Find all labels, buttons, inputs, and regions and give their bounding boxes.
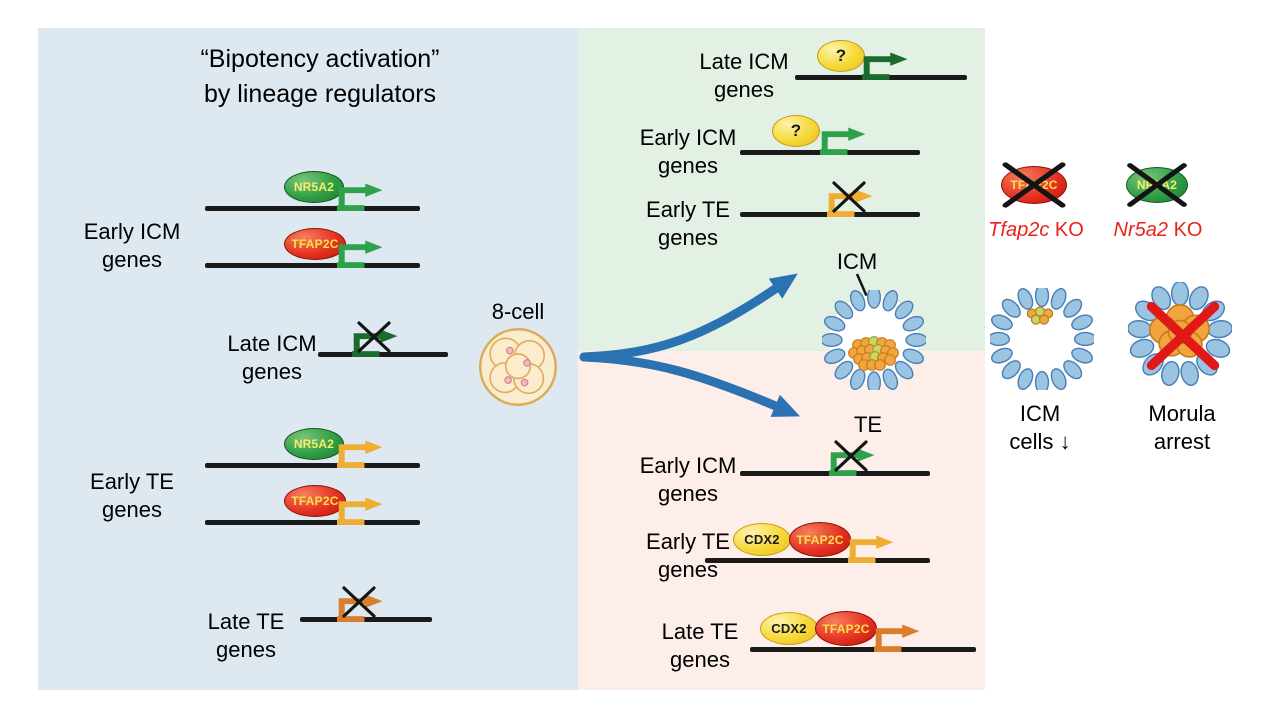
label-late-te-left-line2: genes [216,637,276,662]
tf-oval-cdx2-early-te: CDX2 [733,523,791,556]
dna-early-icm-2 [205,263,420,268]
down-arrow-icon: ↓ [1059,429,1071,454]
label-tfap2c-ko-gene: Tfap2c [988,219,1050,241]
label-late-te-tebranch-line1: Late TE [661,619,739,644]
label-icm-cells-word: cells [1009,429,1054,454]
label-late-te-tebranch-line2: genes [670,647,730,672]
tf-oval-cdx2-late-te: CDX2 [760,612,818,645]
figure-title-line2: by lineage regulators [203,80,437,108]
label-tfap2c-ko-suffix: KO [1049,219,1084,241]
tf-oval-tfap2c-early-te: TFAP2C [284,485,346,517]
tf-oval-unknown-late-icm: ? [817,40,865,72]
eight-cell-embryo [477,326,559,408]
dna-early-te-2 [205,520,420,525]
label-late-icm-left: Late ICM genes [222,330,322,386]
tf-oval-nr5a2-early-icm: NR5A2 [284,171,344,203]
dna-early-icm-1 [205,206,420,211]
label-early-te-tebranch-line1: Early TE [646,529,730,554]
tf-oval-tfap2c-early-icm: TFAP2C [284,228,346,260]
cross-late-icm-promoter [354,317,394,357]
cross-early-te-icmbranch [829,177,869,217]
dna-late-te-tebranch [750,647,976,652]
label-early-te-icmbranch: Early TE genes [638,196,738,252]
tf-oval-unknown-early-icm: ? [772,115,820,147]
label-icm: ICM [836,249,878,274]
cross-morula-arrest [1141,294,1225,378]
promoter-late-icm-icmbranch [862,50,910,80]
label-late-te-left: Late TE genes [196,608,296,664]
label-tfap2c-ko: Tfap2c KO [985,218,1087,242]
figure-title-line1: “Bipotency activation” [200,45,440,73]
label-nr5a2-ko-gene: Nr5a2 [1113,219,1169,241]
promoter-late-te-tebranch [874,622,922,652]
figure-title: “Bipotency activation” by lineage regula… [130,42,510,112]
label-eight-cell: 8-cell [491,299,545,324]
label-early-icm-tebranch-line1: Early ICM [639,453,737,478]
tf-oval-tfap2c-late-te: TFAP2C [815,611,877,646]
label-morula-arrest: Morula arrest [1130,400,1234,456]
label-early-te-left: Early TE genes [72,468,192,524]
label-late-icm-icmbranch: Late ICM genes [694,48,794,104]
label-early-te-left-line1: Early TE [90,469,174,494]
label-early-icm-left-line2: genes [102,247,162,272]
promoter-early-te-tebranch [848,533,896,563]
label-icm-cells-down: ICM cells ↓ [985,400,1095,456]
label-early-icm-icmbranch: Early ICM genes [638,124,738,180]
cross-late-te-promoter [339,582,379,622]
cross-tfap2c-ko [996,156,1072,214]
label-early-icm-icmbranch-line1: Early ICM [639,125,737,150]
promoter-early-icm-2 [337,238,385,268]
label-early-te-icmbranch-line2: genes [658,225,718,250]
label-nr5a2-ko: Nr5a2 KO [1112,218,1204,242]
blastocyst-reduced-icm [987,284,1097,394]
cross-nr5a2-ko [1121,157,1193,213]
label-icm-cells-line2: cells ↓ [985,428,1095,456]
label-early-icm-icmbranch-line2: genes [658,153,718,178]
promoter-early-icm-1 [337,181,385,211]
label-late-te-tebranch: Late TE genes [650,618,750,674]
label-late-icm-left-line2: genes [242,359,302,384]
label-nr5a2-ko-suffix: KO [1168,219,1203,241]
label-late-te-left-line1: Late TE [207,609,285,634]
label-early-icm-left: Early ICM genes [72,218,192,274]
label-early-te-tebranch: Early TE genes [638,528,738,584]
promoter-early-te-2 [337,495,385,525]
dna-early-te-tebranch [705,558,930,563]
label-early-te-left-line2: genes [102,497,162,522]
dna-early-te-1 [205,463,420,468]
tf-oval-tfap2c-early-te-branch: TFAP2C [789,522,851,557]
label-late-icm-left-line1: Late ICM [227,331,317,356]
dna-late-icm [318,352,448,357]
label-te: TE [853,412,883,437]
label-late-icm-icmbranch-line1: Late ICM [699,49,789,74]
label-icm-cells-line1: ICM [1019,401,1061,426]
blastocyst-icm [820,286,928,394]
label-early-icm-tebranch: Early ICM genes [638,452,738,508]
dna-late-te [300,617,432,622]
label-late-icm-icmbranch-line2: genes [714,77,774,102]
label-morula-arrest-line2: arrest [1153,429,1211,454]
label-early-te-icmbranch-line1: Early TE [646,197,730,222]
promoter-early-icm-icmbranch [820,125,868,155]
label-early-icm-left-line1: Early ICM [83,219,181,244]
promoter-early-te-1 [337,438,385,468]
tf-oval-nr5a2-early-te: NR5A2 [284,428,344,460]
label-morula-arrest-line1: Morula [1148,401,1216,426]
cross-early-icm-tebranch [831,436,871,476]
label-early-icm-tebranch-line2: genes [658,481,718,506]
